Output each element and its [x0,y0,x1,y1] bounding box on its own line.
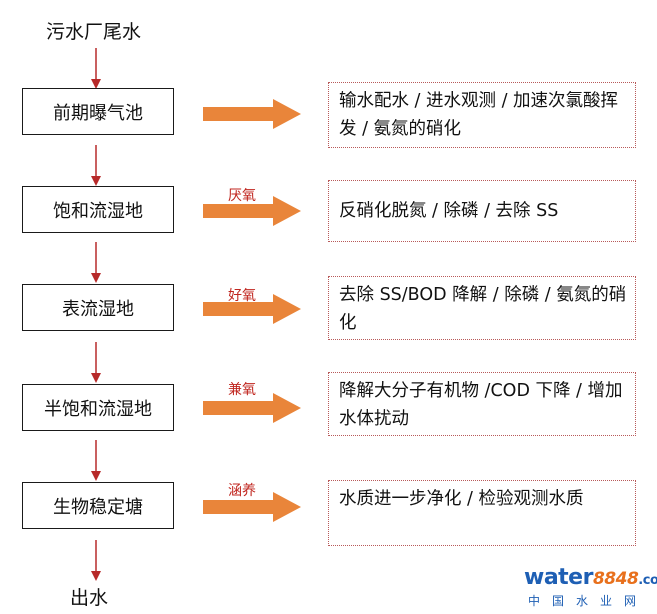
condition-label-facultative: 兼氧 [228,382,256,398]
side-arrow-5 [203,492,301,522]
side-arrow-3 [203,294,301,324]
description-box-3: 去除 SS/BOD 降解 / 除磷 / 氨氮的硝化 [328,276,636,340]
condition-label-conservation: 涵养 [228,483,256,499]
stage-box-saturated-wetland: 饱和流湿地 [22,186,174,233]
stage-label: 半饱和流湿地 [44,398,152,420]
description-text: 水质进一步净化 / 检验观测水质 [339,489,584,509]
stage-box-stabilization-pond: 生物稳定塘 [22,482,174,529]
description-text: 输水配水 / 进水观测 / 加速次氯酸挥发 / 氨氮的硝化 [339,91,619,139]
description-box-2: 反硝化脱氮 / 除磷 / 去除 SS [328,180,636,242]
source-label: 污水厂尾水 [46,21,142,43]
watermark-logo: water8848.com 中国水业网 [524,565,657,610]
watermark-suffix: .com [638,573,657,588]
watermark-number: 8848 [592,569,639,589]
stage-box-surface-wetland: 表流湿地 [22,284,174,331]
stage-box-semi-saturated-wetland: 半饱和流湿地 [22,384,174,431]
watermark-brand: water [524,565,593,590]
description-text: 去除 SS/BOD 降解 / 除磷 / 氨氮的硝化 [339,285,627,333]
description-text: 反硝化脱氮 / 除磷 / 去除 SS [339,201,559,221]
condition-label-anaerobic: 厌氧 [228,188,256,204]
stage-box-pre-aeration: 前期曝气池 [22,88,174,135]
description-box-5: 水质进一步净化 / 检验观测水质 [328,480,636,546]
condition-label-aerobic: 好氧 [228,288,256,304]
description-box-4: 降解大分子有机物 /COD 下降 / 增加水体扰动 [328,372,636,436]
side-arrow-4 [203,393,301,423]
side-arrow-2 [203,196,301,226]
description-text: 降解大分子有机物 /COD 下降 / 增加水体扰动 [339,381,623,429]
stage-label: 饱和流湿地 [53,200,143,222]
outlet-label: 出水 [70,587,109,609]
stage-label: 前期曝气池 [53,102,143,124]
stage-label: 表流湿地 [62,298,134,320]
watermark-tagline: 中国水业网 [528,594,649,608]
description-box-1: 输水配水 / 进水观测 / 加速次氯酸挥发 / 氨氮的硝化 [328,82,636,148]
stage-label: 生物稳定塘 [53,496,143,518]
side-arrow-1 [203,99,301,129]
